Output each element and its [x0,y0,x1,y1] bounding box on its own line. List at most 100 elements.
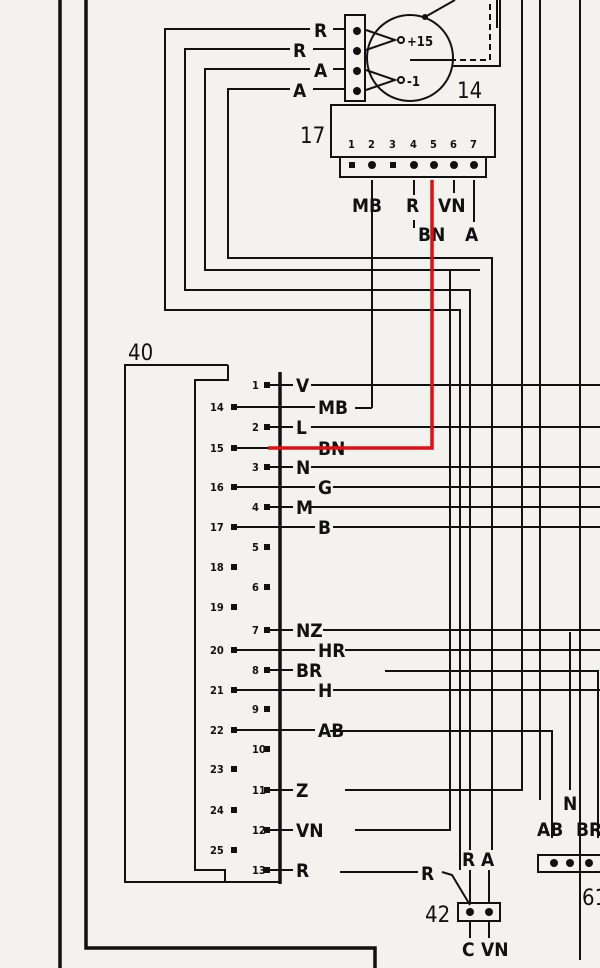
wire-label-r: R [421,863,434,885]
pin-socket [264,746,270,752]
wire-label-r: R [462,849,475,871]
component-61-label: 61 [582,886,600,911]
pin-socket [264,867,270,873]
pin-number: 7 [252,624,259,637]
wire-label-h: H [318,680,332,702]
pin-number: 4 [252,501,259,514]
pin-number: 2 [252,421,259,434]
pin-number: 14 [210,401,224,414]
pin-number: 3 [389,138,396,151]
pin-number: 25 [210,844,224,857]
pin-number: 2 [368,138,375,151]
pin-socket [264,584,270,590]
pin-number: 19 [210,601,224,614]
component-14-label: 14 [457,79,482,104]
pin-number: 1 [252,379,259,392]
wire-label-r: R [296,860,309,882]
pin-number: 22 [210,724,224,737]
pin-number: 16 [210,481,224,494]
pin-socket [231,807,237,813]
pin-socket [264,544,270,550]
pin-socket [264,787,270,793]
wire-label-v: V [296,375,310,397]
side-wire-label: A [314,60,328,82]
wire-label-br: BR [296,660,322,682]
wire-label-r: R [406,195,419,217]
pin-number: 7 [470,138,477,151]
component-61: AB N BR 61 [537,793,600,911]
side-terminal-strip: R R A A [164,14,493,870]
pin-number: 1 [348,138,355,151]
pin-socket [264,424,270,430]
side-wire-label: R [293,40,306,62]
pin-dot [390,162,396,168]
side-wire-label: R [314,20,327,42]
wire-label-vn: VN [296,820,324,842]
pin-socket [231,727,237,733]
pin-number: 4 [410,138,417,151]
wire-label-a: A [481,849,495,871]
component-14: +15 -1 14 [365,0,501,104]
pin-number: 3 [252,461,259,474]
pin-socket [264,504,270,510]
pin-number: 20 [210,644,224,657]
highlighted-wire-bn [268,180,434,450]
pin-socket [231,604,237,610]
wire-label-n: N [563,793,577,815]
pin-number: 21 [210,684,224,697]
trunk-wires [330,0,599,838]
pin-number: 13 [252,864,266,877]
wire-label-g: G [318,477,332,499]
pin-socket [264,464,270,470]
pin-number: 9 [252,703,259,716]
wire-label-c: C [462,939,475,961]
pin-number: 10 [252,743,266,756]
pin-number: 5 [252,541,259,554]
pin-number: 17 [210,521,224,534]
wire-label-z: Z [296,780,308,802]
pin-dot [410,161,418,169]
terminal-plus15: +15 [407,35,433,50]
wire-label-b: B [318,517,331,539]
component-42-label: 42 [425,903,450,928]
pin-number: 6 [252,581,259,594]
pin-number: 23 [210,763,224,776]
pin-socket [264,667,270,673]
side-wire-label: A [293,80,307,102]
pin-socket [231,524,237,530]
pin-socket [264,827,270,833]
pin-socket [231,766,237,772]
pin-number: 24 [210,804,224,817]
pin-dot [349,162,355,168]
pin-socket [264,706,270,712]
pin-socket [264,382,270,388]
wire-label-a: A [465,224,479,246]
pin-socket [231,445,237,451]
pin-socket [264,627,270,633]
pin-number: 12 [252,824,266,837]
pin-socket [231,484,237,490]
pin-socket [231,847,237,853]
frame-lines [58,0,581,968]
wire-label-mb: MB [318,397,348,419]
wire-label-m: M [296,497,313,519]
pin-dot [450,161,458,169]
terminal-minus1: -1 [407,75,420,90]
pin-number: 8 [252,664,259,677]
component-40-label: 40 [128,341,153,366]
pin-number: 11 [252,784,266,797]
pin-number: 18 [210,561,224,574]
pin-dot [368,161,376,169]
pin-socket [231,687,237,693]
pin-socket [231,647,237,653]
wire-label-n: N [296,457,310,479]
wire-label-hr: HR [318,640,345,662]
wire-label-vn: VN [438,195,466,217]
pin-socket [231,564,237,570]
wire-label-l: L [296,417,307,439]
component-42: R R A C VN 42 [340,849,509,961]
pin-number: 6 [450,138,457,151]
